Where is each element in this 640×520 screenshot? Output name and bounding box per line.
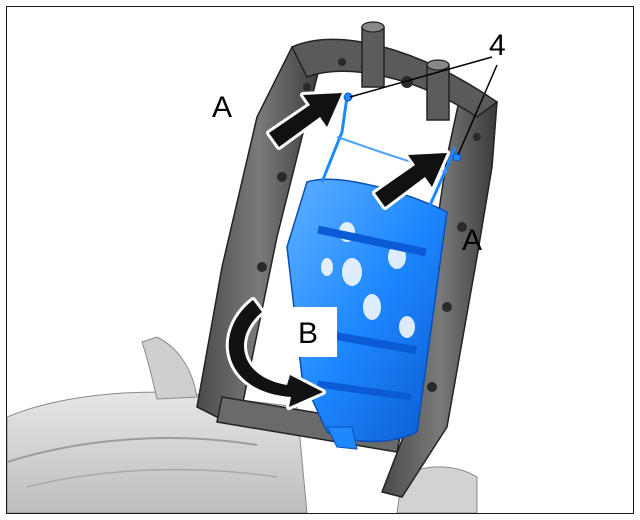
arrow-a-left [266, 90, 345, 150]
label-4: 4 [489, 29, 506, 62]
label-a-right: A [462, 224, 482, 257]
illustration-frame: A A B 4 [6, 6, 634, 514]
arrow-a-right [372, 150, 450, 210]
arrow-b-curved [225, 297, 326, 410]
clip-right [452, 152, 462, 162]
headrest-post-right [426, 59, 450, 121]
seat-backrest-diagram: A A B 4 [7, 21, 506, 513]
label-b: B [298, 317, 318, 350]
label-a-left: A [212, 91, 232, 124]
headrest-post-left [361, 21, 385, 88]
callout-4-leaders [349, 56, 498, 156]
label-b-box [285, 307, 337, 357]
lumbar-support-mat [286, 92, 462, 450]
